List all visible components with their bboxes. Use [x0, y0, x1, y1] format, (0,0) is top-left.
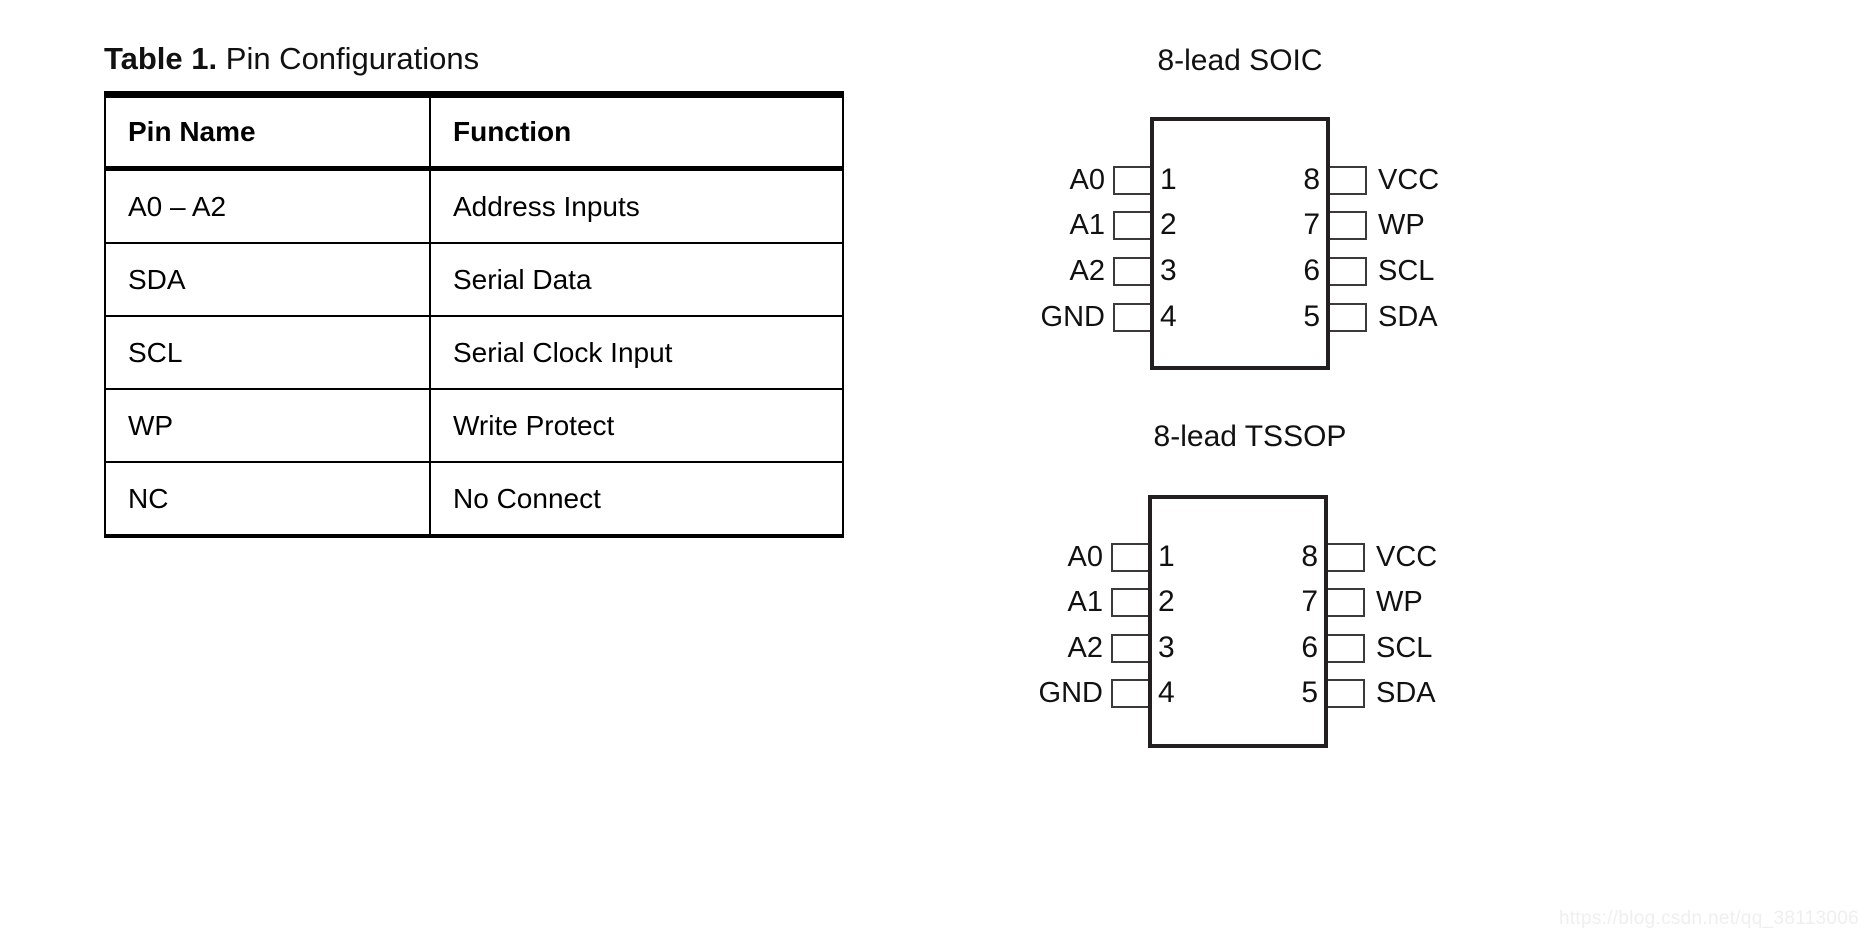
pin-configurations-table: Pin Name Function A0 – A2 Address Inputs…: [104, 91, 844, 539]
cell-pin-name: SDA: [104, 242, 431, 318]
pin-label-a0: A0: [1069, 164, 1105, 196]
package-body-tssop: [1148, 495, 1328, 748]
pin-label-a1: A1: [1067, 586, 1103, 618]
pin-label-a0: A0: [1067, 541, 1103, 573]
pin-label-wp: WP: [1376, 586, 1423, 618]
pin-label-a1: A1: [1069, 209, 1105, 241]
package-title-tssop: 8-lead TSSOP: [1153, 420, 1347, 453]
pin-number-6: 6: [1301, 631, 1318, 664]
pin-label-scl: SCL: [1376, 632, 1433, 664]
cell-pin-name: SCL: [104, 315, 431, 391]
pin-number-5: 5: [1303, 300, 1320, 333]
table-row: SDA Serial Data: [104, 242, 844, 318]
pin-label-sda: SDA: [1378, 301, 1438, 333]
pin-number-7: 7: [1301, 585, 1318, 618]
table-row: NC No Connect: [104, 461, 844, 539]
cell-function: Address Inputs: [429, 167, 844, 245]
pin-number-2: 2: [1160, 208, 1177, 241]
table-row: WP Write Protect: [104, 388, 844, 464]
package-body-soic: [1150, 117, 1330, 370]
table-header-row: Pin Name Function: [104, 91, 844, 172]
pin-number-4: 4: [1160, 300, 1177, 333]
package-title-soic: 8-lead SOIC: [1157, 44, 1323, 77]
table-caption-title: Pin Configurations: [225, 41, 480, 76]
pin-number-3: 3: [1160, 254, 1177, 287]
cell-function: Write Protect: [429, 388, 844, 464]
cell-pin-name: A0 – A2: [104, 167, 431, 245]
pin-number-4: 4: [1158, 676, 1175, 709]
pin-number-3: 3: [1158, 631, 1175, 664]
cell-pin-name: NC: [104, 461, 431, 539]
pin-number-1: 1: [1160, 163, 1177, 196]
pin-number-6: 6: [1303, 254, 1320, 287]
pin-number-7: 7: [1303, 208, 1320, 241]
cell-pin-name: WP: [104, 388, 431, 464]
cell-function: Serial Clock Input: [429, 315, 844, 391]
cell-function: No Connect: [429, 461, 844, 539]
pin-label-a2: A2: [1067, 632, 1103, 664]
pin-number-2: 2: [1158, 585, 1175, 618]
pin-number-5: 5: [1301, 676, 1318, 709]
pin-number-8: 8: [1303, 163, 1320, 196]
pin-pad-left-1: [1113, 166, 1157, 195]
pin-label-vcc: VCC: [1378, 164, 1440, 196]
pin-label-sda: SDA: [1376, 677, 1436, 709]
pin-configuration-table-block: Table 1. Pin Configurations Pin Name Fun…: [104, 40, 864, 539]
pin-number-8: 8: [1301, 540, 1318, 573]
column-header-function: Function: [429, 91, 844, 172]
pin-label-gnd: GND: [1040, 301, 1105, 333]
table-row: SCL Serial Clock Input: [104, 315, 844, 391]
table-caption: Table 1. Pin Configurations: [104, 40, 864, 77]
pin-label-scl: SCL: [1378, 255, 1435, 287]
pin-label-wp: WP: [1378, 209, 1425, 241]
pin-label-a2: A2: [1069, 255, 1105, 287]
watermark-text: https://blog.csdn.net/qq_38113006: [1558, 908, 1859, 929]
table-row: A0 – A2 Address Inputs: [104, 167, 844, 245]
pin-pad-left-1: [1111, 543, 1155, 572]
pin-pad-right-7: [1321, 588, 1365, 617]
column-header-pin-name: Pin Name: [104, 91, 431, 172]
cell-function: Serial Data: [429, 242, 844, 318]
pin-label-gnd: GND: [1038, 677, 1103, 709]
pin-pad-left-2: [1113, 211, 1157, 240]
pin-number-1: 1: [1158, 540, 1175, 573]
pin-label-vcc: VCC: [1376, 541, 1438, 573]
table-caption-label: Table 1.: [104, 41, 218, 76]
